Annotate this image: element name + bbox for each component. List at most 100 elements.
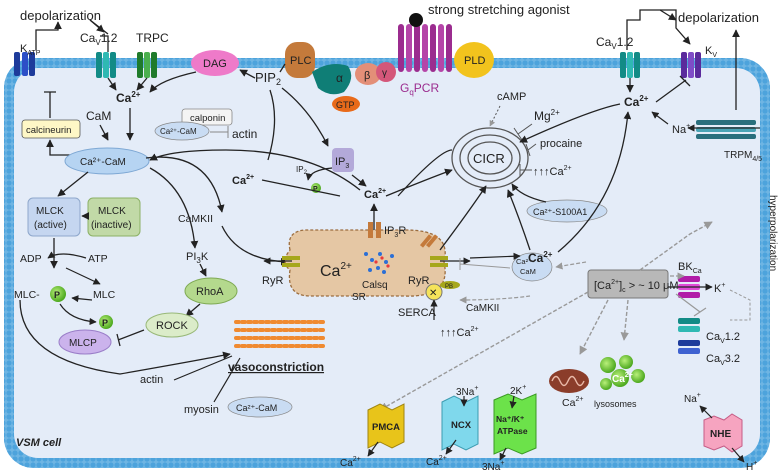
nhe-na-label: Na+ [684,392,701,405]
rock-label: ROCK [156,320,188,332]
phosphate-right [99,315,113,329]
agonist-label: strong stretching agonist [428,2,570,17]
mlc-label: MLC [93,289,116,301]
kv-label: KV [705,45,717,59]
cam-label: CaM [86,109,111,123]
gqpcr-label: GqPCR [400,81,439,97]
adp-label: ADP [20,253,42,265]
ryr-left-label: RyR [262,275,283,287]
ncx-label: NCX [451,420,472,431]
camkii-right-label: CaMKII [466,303,499,314]
ca-cam-small-label: Ca²⁺-CaM [160,127,197,136]
mlck-inactive-l1: MLCK [98,206,126,217]
rock-box [145,312,199,338]
mlck-active-box [27,197,81,237]
calcineurin-label: calcineurin [26,125,71,136]
pi3k-label: PI3K [186,251,209,265]
plc-label: PLC [290,55,311,67]
pb-label: PB [445,284,453,290]
ip3r-label: IP3R [384,225,406,239]
sr-label: SR [352,292,366,303]
nhe-h-label: H+ [746,460,757,473]
phosphate-right-label: P [102,318,108,328]
ip2-label: IP2 [296,165,308,176]
lysosomes-cluster [600,355,645,390]
depolarization-left-label: depolarization [20,8,101,23]
atp-label: ATP [88,253,108,265]
plc-enzyme [285,42,315,78]
mlck-active-l2: (active) [34,220,67,231]
g-alpha-subunit [312,64,352,95]
beta-label: β [364,70,370,82]
actin-bottom-label: actin [140,374,163,386]
ca-cam-main [64,147,150,175]
actin-myosin-filaments [234,320,328,348]
na3-bottom-label: 3Na+ [482,460,504,473]
dag-molecule [191,50,239,76]
trpm-channel [696,120,756,139]
phosphate-left [50,286,66,302]
cav12-left-label: CaV1.2 [80,31,118,47]
pld-label: PLD [464,55,485,67]
vasoconstriction-label: vasoconstriction [228,360,324,374]
trpc-channel [137,52,157,78]
ca-s100a1 [526,199,608,223]
ca-ncx-label: Ca2+ [426,455,447,468]
cav12-bottom-channel [678,318,700,332]
cicr-arrows-ca: ↑↑↑Ca2+ [533,165,572,178]
camkii-left-label: CaMKII [178,213,213,225]
cav32-channel [678,340,700,354]
ca-right1-label: Ca2+ [624,94,649,109]
ca-cam-bottom-label: Ca²⁺-CaM [236,403,277,413]
k2-top-label: 2K+ [510,384,526,397]
ca-conc-label: [Ca2+]c > ~ 10 μM [594,279,678,294]
phosphate-left-label: P [54,290,60,300]
nhe-label: NHE [710,429,731,440]
rhoa-label: RhoA [196,286,224,298]
ca-conc-box [587,269,669,299]
nhe-exchanger [703,413,743,453]
cav12-right-label: CaV1.2 [596,35,634,51]
mlck-active-l1: MLCK [36,206,64,217]
mg-label: Mg2+ [534,108,560,123]
katp-channel [14,52,35,76]
ca-left2-label: Ca2+ [232,174,254,187]
pip2-label: PIP2 [255,70,281,87]
procaine-label: procaine [540,138,582,150]
pmca-label: PMCA [372,422,400,433]
calsq-label: Calsq [362,280,388,291]
na3-top-label: 3Na+ [456,385,478,398]
nak-l2-label: ATPase [497,426,528,436]
gamma-label: γ [382,68,387,79]
hyperpolarization-label: hyperpolarization [767,195,778,271]
serca-arrows-ca: ↑↑↑Ca2+ [440,326,479,339]
serca-x: ✕ [429,288,437,299]
alpha-label: α [336,71,343,85]
sr-ca-label: Ca2+ [320,261,352,280]
nak-l1-label: Na⁺/K⁺ [496,414,525,424]
nak-atpase-pump [493,393,537,455]
camp-label: cAMP [497,91,526,103]
ca-pmca-label: Ca2+ [340,456,361,469]
lyso-ca-label: Ca2+ [612,372,633,385]
actin-top-label: actin [232,127,257,141]
ca-cam-mid [511,252,553,282]
ca-s100a1-label: Ca²⁺-S100A1 [533,207,587,217]
depolarization-right-label: depolarization [678,10,759,25]
mlcp-box [58,329,112,355]
cicr-spiral [451,127,529,189]
g-gamma-subunit [376,62,396,82]
ip3-box [332,148,354,172]
katp-label: KATP [20,43,41,57]
mitochondrion [549,369,589,393]
vsm-cell-label: VSM cell [16,437,62,449]
myosin-label: myosin [184,404,219,416]
ryr-right-label: RyR [408,275,429,287]
dag-label: DAG [203,58,227,70]
cicr-label: CICR [473,151,505,166]
mlc-p-label: MLC- [14,289,40,301]
rhoa-box [184,277,238,305]
gtp-molecule [332,96,360,112]
ca-ip3r-label: Ca2+ [364,188,386,201]
